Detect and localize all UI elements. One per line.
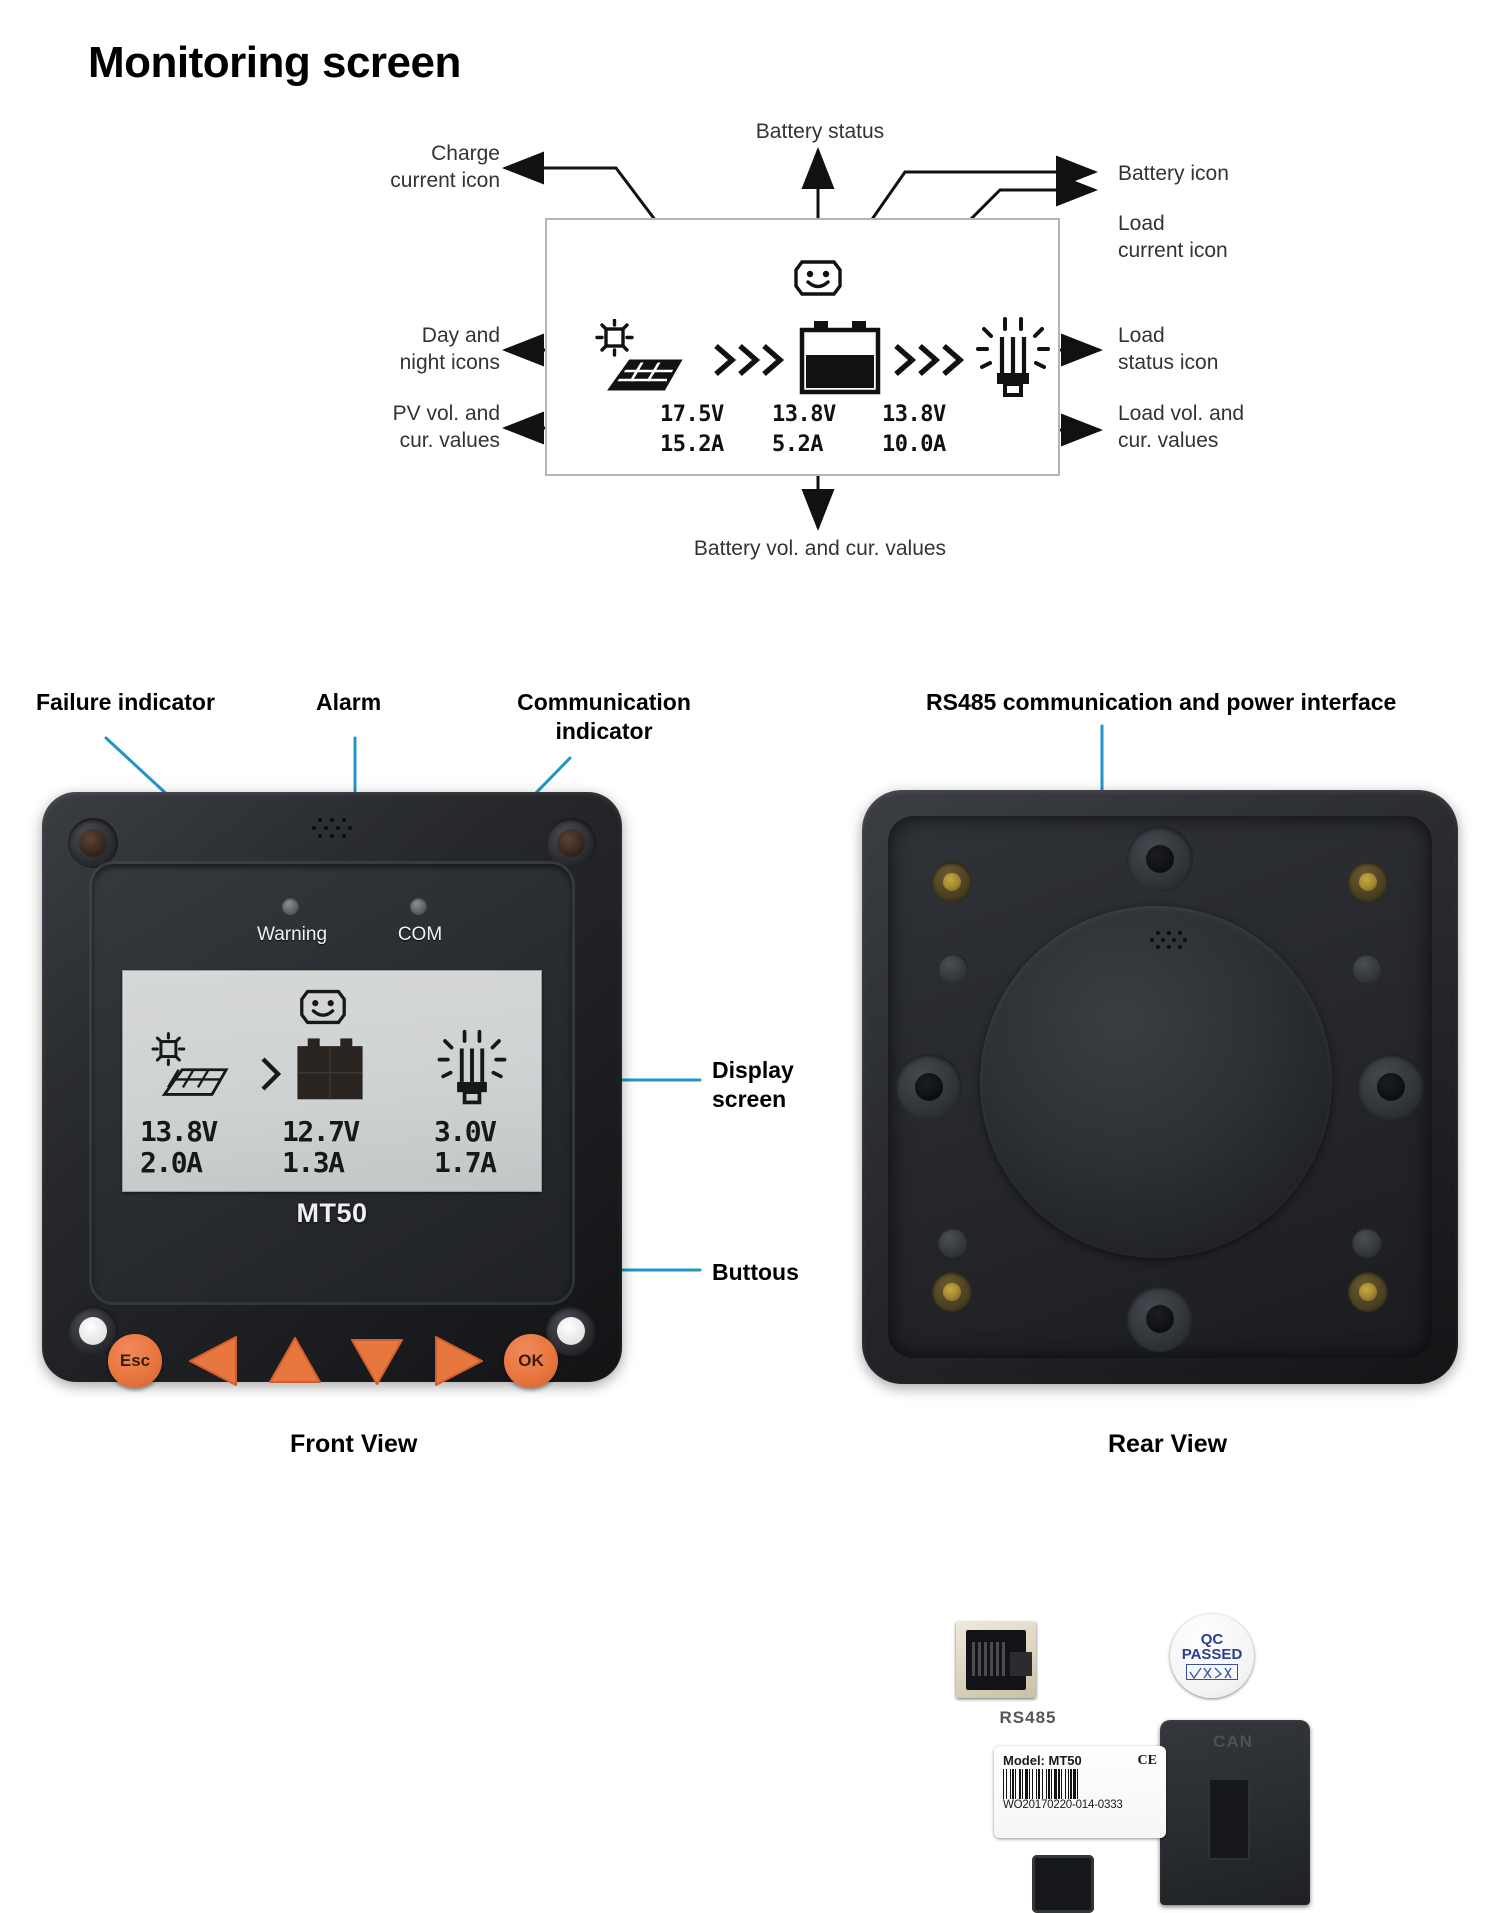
front-load-voltage: 3.0V [434,1115,497,1148]
callout-failure-indicator: Failure indicator [36,689,215,715]
com-led [410,898,427,915]
standoff-right [1358,1054,1424,1120]
front-pv-voltage: 13.8V [140,1115,218,1148]
label-pv-values: PV vol. and cur. values [392,402,500,453]
label-day-night-icons: Day and night icons [399,324,500,375]
standoff-left [896,1054,962,1120]
front-view-caption: Front View [290,1430,418,1458]
serial-number: WO20170220-014-0333 [1003,1799,1123,1811]
ok-button[interactable]: OK [504,1334,558,1388]
battery-voltage: 13.8V [772,402,836,427]
buzzer-holes [310,816,356,838]
front-pv-values: 13.8V 2.0A [140,1115,218,1180]
rear-circular-plate [980,906,1332,1258]
rear-view-caption: Rear View [1108,1430,1228,1458]
qc-passed-sticker: QC PASSED [1170,1614,1254,1698]
model-name-text: MT50 [296,1198,368,1228]
product-label-sticker: Model: MT50 CE WO20170220-014-0333 [994,1746,1166,1838]
callout-display-screen: Display screen [712,1057,794,1112]
front-battery-voltage: 12.7V [282,1115,360,1148]
front-load-current: 1.7A [434,1146,497,1180]
load-values: 13.8V 10.0A [882,400,946,459]
mounting-hole-top-left [68,818,118,868]
page-title: Monitoring screen [88,38,461,87]
label-charge-current-icon: Charge current icon [390,142,500,193]
front-load-values: 3.0V 1.7A [434,1115,497,1180]
ce-mark: CE [1137,1753,1157,1768]
label-model-text: Model: MT50 [1003,1753,1082,1768]
rear-buzzer-holes [1148,930,1190,950]
esc-button-label: Esc [119,1351,151,1370]
load-current-chevrons-icon [894,343,965,377]
display-screen: 13.8V 2.0A 12.7V 1.3A 3.0V 1.7A [122,970,542,1192]
screw-top-right [1352,954,1382,984]
front-view-device: Warning COM [42,792,622,1388]
com-led-label: COM [397,924,443,945]
battery-icon [297,1038,363,1100]
brass-insert-bottom-right [1348,1272,1388,1312]
charge-current-chevrons-icon [714,343,785,377]
pv-current: 15.2A [660,431,724,457]
callout-communication-indicator: Communication indicator [517,689,691,744]
ok-button-label: OK [518,1351,544,1370]
smiley-face-icon [300,989,346,1025]
rj45-rs485-port[interactable] [956,1622,1036,1698]
label-battery-icon: Battery icon [1118,162,1229,185]
can-socket [1208,1778,1250,1860]
label-load-current-icon: Load current icon [1118,212,1228,263]
label-battery-values: Battery vol. and cur. values [693,537,947,560]
label-load-values: Load vol. and cur. values [1118,402,1245,453]
screw-top-left [938,954,968,984]
callout-alarm: Alarm [316,689,382,715]
screw-bottom-left [938,1228,968,1258]
front-pv-current: 2.0A [140,1146,203,1180]
qc-line-2: PASSED [1181,1646,1243,1663]
standoff-top [1127,826,1193,892]
standoff-bottom [1127,1286,1193,1352]
qc-inspector-stamp [1186,1664,1238,1681]
lcd-icon-row [560,315,1050,400]
can-port-label: CAN [1213,1732,1253,1751]
brass-insert-bottom-left [932,1272,972,1312]
label-battery-status: Battery status [755,120,885,143]
solar-panel-sun-icon [595,319,683,391]
left-button[interactable] [184,1334,242,1388]
lamp-icon [976,317,1050,397]
battery-current: 5.2A [772,431,823,457]
rs485-port-label: RS485 [999,1708,1057,1727]
label-load-status-icon: Load status icon [1118,324,1219,375]
chevron-right-icon [261,1057,282,1091]
load-current: 10.0A [882,431,946,457]
down-button[interactable] [348,1334,406,1388]
qc-line-1: QC [1200,1630,1224,1648]
callout-buttons: Buttous [712,1259,799,1285]
smiley-face-icon [794,260,842,296]
mounting-hole-top-right [546,818,596,868]
brass-insert-top-right [1348,862,1388,902]
rear-view-device [862,790,1458,1384]
front-battery-values: 12.7V 1.3A [282,1115,360,1180]
pv-values: 17.5V 15.2A [660,400,724,459]
mounting-hole-bottom-left [68,1306,118,1356]
button-row: Esc OK [108,1334,558,1390]
callout-rs485-interface: RS485 communication and power interface [926,689,1397,715]
screw-bottom-right [1352,1228,1382,1258]
pv-voltage: 17.5V [660,402,724,427]
front-battery-current: 1.3A [282,1146,345,1180]
lamp-icon [437,1029,507,1105]
brass-insert-top-left [932,862,972,902]
warning-led-label: Warning [256,924,328,945]
solar-panel-sun-icon [151,1032,229,1096]
barcode [1003,1769,1157,1799]
esc-button[interactable]: Esc [108,1334,162,1388]
up-button[interactable] [266,1334,324,1388]
battery-values: 13.8V 5.2A [772,400,836,459]
bottom-connector [1032,1855,1094,1913]
warning-led [282,898,299,915]
load-voltage: 13.8V [882,402,946,427]
device-views-section: Failure indicator Alarm Communication in… [0,660,1500,1913]
right-button[interactable] [430,1334,488,1388]
battery-icon [799,321,881,395]
monitoring-screen-diagram: 17.5V 15.2A 13.8V 5.2A 13.8V 10.0A Charg… [0,110,1500,590]
